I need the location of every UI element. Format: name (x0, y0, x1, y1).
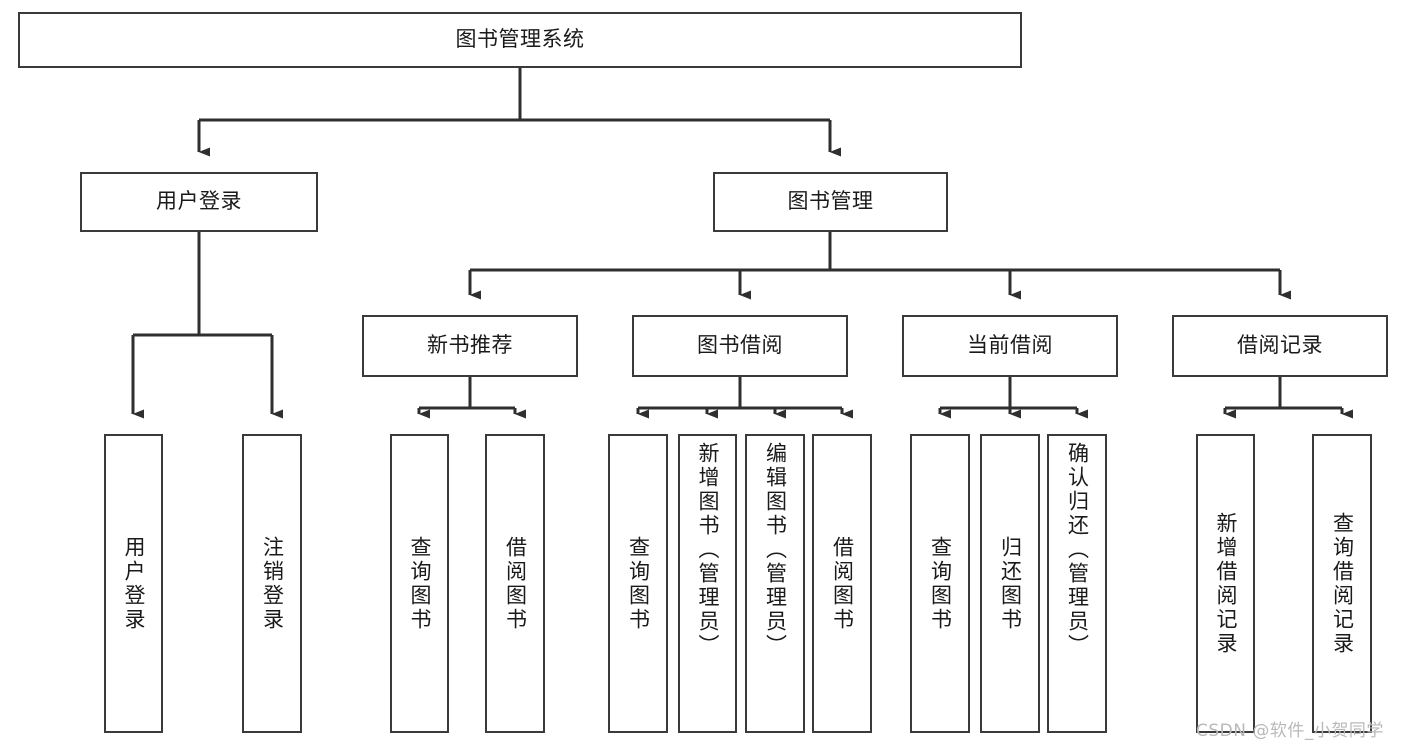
node-new-book-recommend[interactable]: 新书推荐 (362, 315, 578, 377)
node-borrow-record-label: 借阅记录 (1237, 333, 1323, 358)
node-leaf-logout-login-label: 注销登录 (260, 535, 285, 632)
node-leaf-return-book-label: 归还图书 (998, 535, 1023, 632)
node-leaf-query-book-1-label: 查询图书 (408, 535, 432, 632)
node-leaf-add-book-admin[interactable]: 新增图书（管理员） (678, 434, 737, 733)
node-current-borrow[interactable]: 当前借阅 (902, 315, 1118, 377)
node-leaf-confirm-return-admin-label: 确认归还（管理员） (1065, 442, 1090, 658)
node-leaf-query-borrow-record-label: 查询借阅记录 (1330, 511, 1355, 656)
node-leaf-query-book-2-label: 查询图书 (626, 535, 651, 632)
node-leaf-query-borrow-record[interactable]: 查询借阅记录 (1312, 434, 1372, 733)
node-leaf-borrow-book-1-label: 借阅图书 (503, 535, 528, 632)
node-leaf-user-login-label: 用户登录 (122, 535, 146, 632)
node-leaf-query-book-3[interactable]: 查询图书 (910, 434, 970, 733)
node-book-manage-label: 图书管理 (787, 189, 874, 214)
node-root[interactable]: 图书管理系统 (18, 12, 1022, 68)
node-borrow-record[interactable]: 借阅记录 (1172, 315, 1388, 377)
node-book-manage[interactable]: 图书管理 (713, 172, 948, 232)
node-current-borrow-label: 当前借阅 (967, 333, 1053, 358)
node-leaf-query-book-3-label: 查询图书 (928, 535, 953, 632)
node-leaf-add-book-admin-label: 新增图书（管理员） (696, 442, 720, 658)
node-leaf-add-borrow-record[interactable]: 新增借阅记录 (1196, 434, 1255, 733)
node-leaf-borrow-book-2-label: 借阅图书 (830, 535, 855, 632)
node-leaf-query-book-2[interactable]: 查询图书 (608, 434, 668, 733)
node-new-book-recommend-label: 新书推荐 (427, 333, 513, 358)
node-leaf-logout-login[interactable]: 注销登录 (242, 434, 302, 733)
node-leaf-borrow-book-1[interactable]: 借阅图书 (485, 434, 545, 733)
node-leaf-add-borrow-record-label: 新增借阅记录 (1214, 511, 1238, 656)
node-leaf-user-login[interactable]: 用户登录 (104, 434, 163, 733)
node-leaf-edit-book-admin-label: 编辑图书（管理员） (763, 442, 788, 658)
node-user-login[interactable]: 用户登录 (80, 172, 318, 232)
node-leaf-edit-book-admin[interactable]: 编辑图书（管理员） (745, 434, 805, 733)
node-root-label: 图书管理系统 (455, 27, 585, 52)
node-book-borrow-label: 图书借阅 (697, 333, 783, 358)
csdn-watermark: CSDN @软件_小贺同学 (1196, 721, 1384, 741)
node-leaf-borrow-book-2[interactable]: 借阅图书 (812, 434, 872, 733)
node-leaf-query-book-1[interactable]: 查询图书 (390, 434, 449, 733)
node-leaf-confirm-return-admin[interactable]: 确认归还（管理员） (1047, 434, 1107, 733)
node-user-login-label: 用户登录 (156, 189, 242, 214)
node-book-borrow[interactable]: 图书借阅 (632, 315, 848, 377)
node-leaf-return-book[interactable]: 归还图书 (980, 434, 1040, 733)
